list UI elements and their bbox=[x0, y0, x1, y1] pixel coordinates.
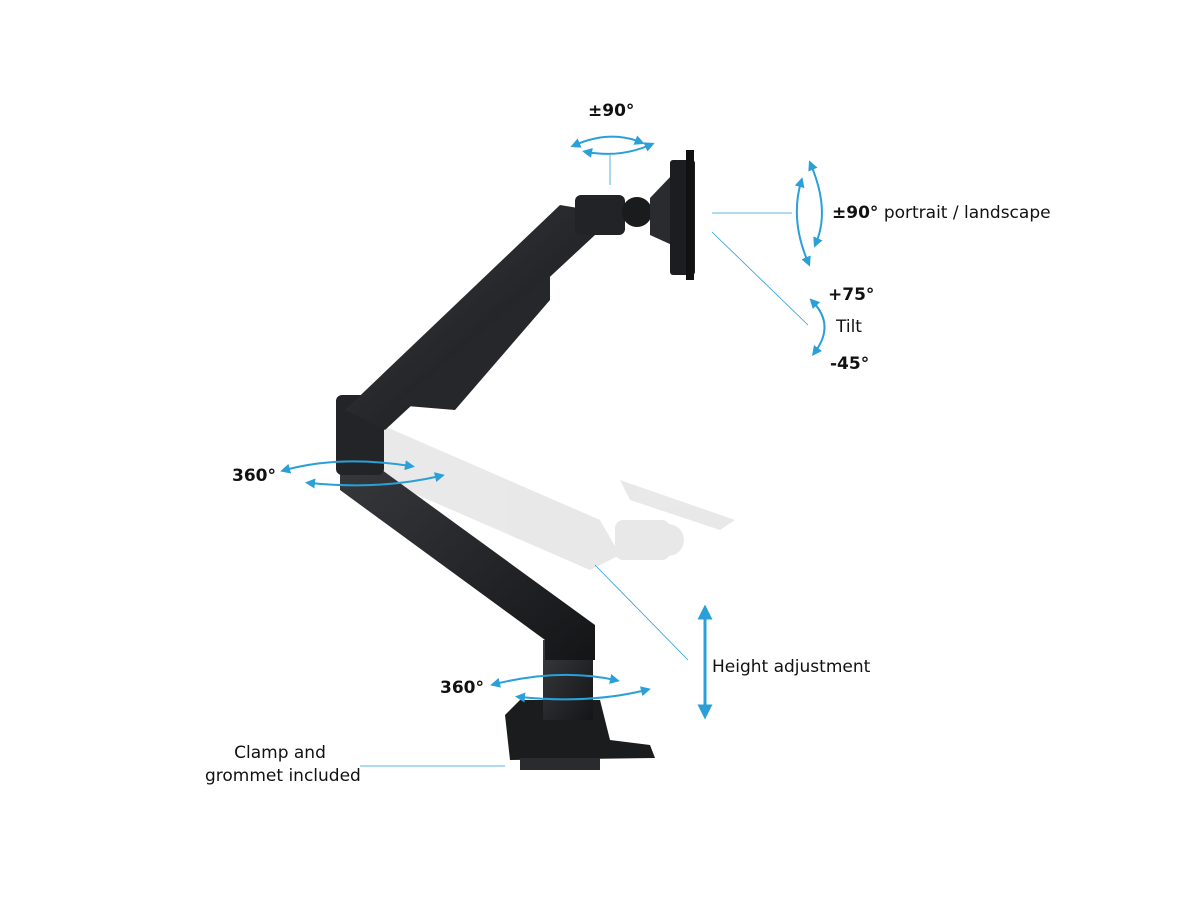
clamp-label: Clamp and grommet included bbox=[205, 742, 361, 788]
base-swivel-arrow-icon bbox=[490, 673, 620, 688]
elbow-swivel-arrow-icon bbox=[280, 460, 415, 474]
tilt-arrow-icon bbox=[809, 298, 826, 357]
upper-arm bbox=[345, 205, 595, 430]
clamp-line-1: Clamp and bbox=[234, 743, 326, 763]
rotation-label: ±90° portrait / landscape bbox=[832, 203, 1051, 223]
vesa-plate bbox=[650, 175, 672, 245]
head-swivel-arrow-icon bbox=[570, 135, 645, 148]
head-swivel-label: ±90° bbox=[588, 101, 635, 121]
rotation-text: portrait / landscape bbox=[883, 203, 1051, 223]
rotation-degree: ±90° bbox=[832, 203, 879, 223]
base-swivel-label: 360° bbox=[440, 678, 484, 698]
clamp-line-2: grommet included bbox=[205, 766, 361, 786]
clamp-base bbox=[505, 700, 655, 770]
tilt-bracket bbox=[575, 195, 625, 235]
ghost-arm bbox=[360, 420, 735, 570]
elbow-swivel-label: 360° bbox=[232, 466, 276, 486]
tilt-up-label: +75° bbox=[828, 285, 875, 305]
callout-lines bbox=[360, 155, 809, 767]
tilt-down-label: -45° bbox=[830, 354, 870, 374]
height-adjustment-label: Height adjustment bbox=[712, 657, 871, 677]
rotation-arrow-icon bbox=[808, 160, 823, 248]
ball-joint bbox=[622, 197, 652, 227]
tilt-label: Tilt bbox=[836, 317, 862, 337]
gas-spring bbox=[395, 275, 550, 410]
